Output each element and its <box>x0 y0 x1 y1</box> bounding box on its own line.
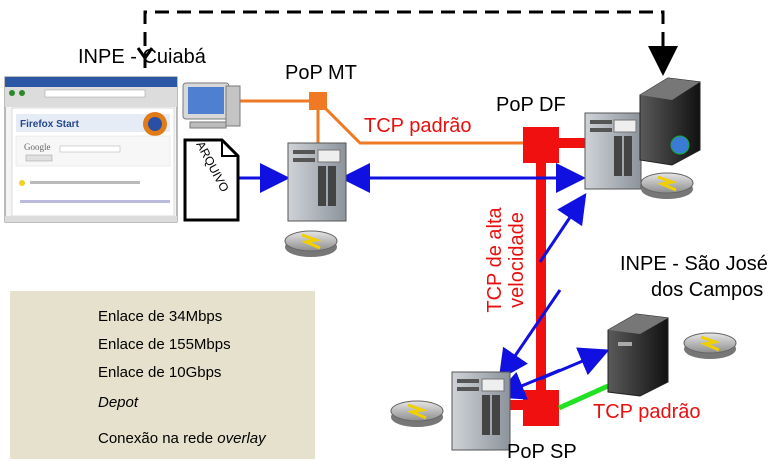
depot-router-sp-icon <box>390 400 444 427</box>
legend-overlay-prefix: Conexão na rede <box>98 430 218 447</box>
label-pop-sp: PoP SP <box>507 441 577 463</box>
server-pop-df-icon <box>584 112 642 190</box>
browser-title: Firefox Start <box>20 119 80 130</box>
tower-server-sjc-icon <box>607 313 669 397</box>
legend-box: Enlace de 34Mbps Enlace de 155Mbps Enlac… <box>10 291 315 459</box>
legend-depot: Depot <box>98 394 139 411</box>
label-tcp-alta-velocidade: TCP de alta velocidade <box>484 185 528 335</box>
label-tcp-padrao-bottom: TCP padrão <box>593 401 701 423</box>
tower-server-df-icon <box>639 77 701 166</box>
label-tcp-padrao-top: TCP padrão <box>364 115 472 137</box>
dashed-connection <box>136 10 678 76</box>
file-document-icon: ARQUIVO <box>183 138 240 222</box>
legend-155mbps: Enlace de 155Mbps <box>98 336 231 353</box>
link-34mbps <box>240 92 530 145</box>
depot-router-sjc-icon <box>683 332 737 359</box>
label-inpe-sjc-1: INPE - São José <box>620 253 768 275</box>
depot-router-df-icon <box>640 172 694 199</box>
label-tcp-alta-2: velocidade <box>506 212 528 308</box>
legend-overlay: Conexão na rede overlay <box>98 430 266 447</box>
legend-overlay-italic: overlay <box>217 430 266 447</box>
label-pop-mt: PoP MT <box>285 62 357 84</box>
browser-window: Firefox Start Google <box>4 76 178 223</box>
server-pop-sp-icon <box>451 371 511 451</box>
label-tcp-alta-1: TCP de alta <box>484 207 506 313</box>
depot-router-mt-icon <box>284 230 338 257</box>
label-inpe-sjc-2: dos Campos <box>651 279 764 301</box>
legend-34mbps: Enlace de 34Mbps <box>98 308 223 325</box>
link-10gbps <box>510 127 588 426</box>
desktop-computer-icon <box>182 82 241 129</box>
label-pop-df: PoP DF <box>496 94 566 116</box>
link-155mbps <box>557 383 610 411</box>
legend-10gbps: Enlace de 10Gbps <box>98 364 222 381</box>
label-inpe-cuiaba: INPE - Cuiabá <box>78 46 206 68</box>
server-pop-mt-icon <box>287 142 347 222</box>
browser-search-brand: Google <box>24 142 51 152</box>
